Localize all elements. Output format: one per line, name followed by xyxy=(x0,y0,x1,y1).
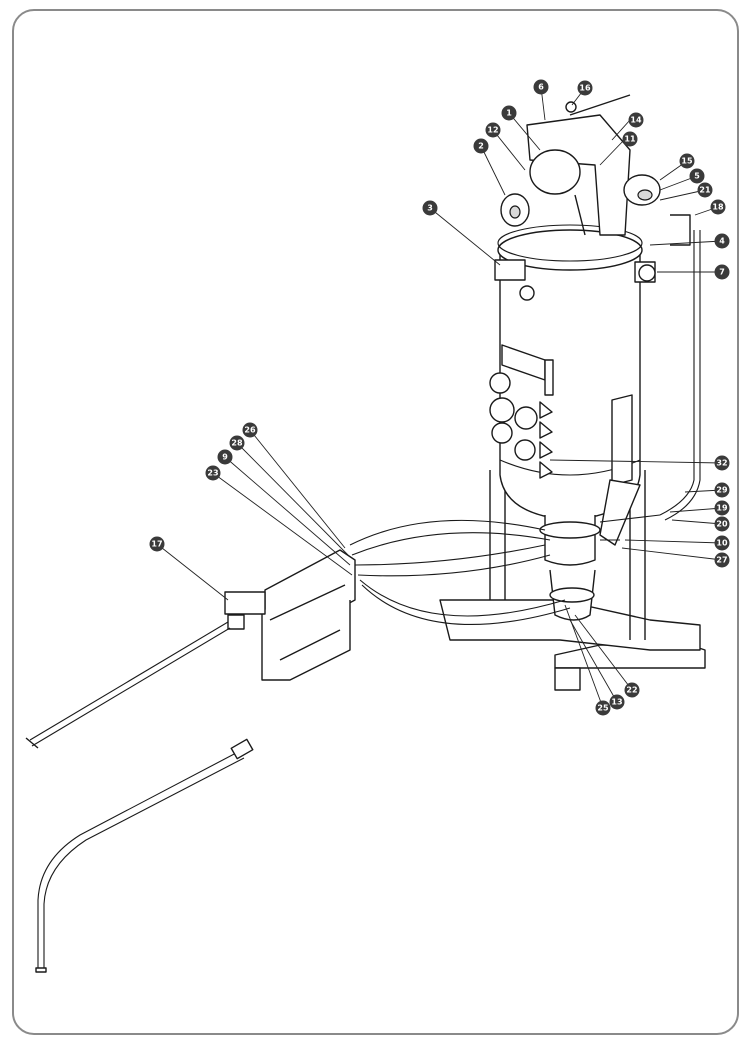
svg-text:15: 15 xyxy=(681,157,693,166)
callout-26: 26 xyxy=(242,422,258,438)
svg-text:6: 6 xyxy=(538,83,544,92)
callout-14: 14 xyxy=(628,112,644,128)
callout-20: 20 xyxy=(714,516,730,532)
callout-3: 3 xyxy=(422,200,438,216)
svg-text:20: 20 xyxy=(716,520,728,529)
svg-text:28: 28 xyxy=(231,439,243,448)
svg-text:7: 7 xyxy=(719,268,725,277)
svg-text:26: 26 xyxy=(244,426,256,435)
callout-28: 28 xyxy=(229,435,245,451)
callout-32: 32 xyxy=(714,455,730,471)
callout-25: 25 xyxy=(595,700,611,716)
svg-text:14: 14 xyxy=(630,116,642,125)
callout-15: 15 xyxy=(679,153,695,169)
callout-17: 17 xyxy=(149,536,165,552)
svg-text:9: 9 xyxy=(222,453,228,462)
svg-text:13: 13 xyxy=(611,698,622,707)
svg-text:10: 10 xyxy=(716,539,728,548)
svg-text:11: 11 xyxy=(624,135,636,144)
callout-5: 5 xyxy=(689,168,705,184)
callout-13: 13 xyxy=(609,694,625,710)
svg-text:18: 18 xyxy=(712,203,724,212)
callout-2: 2 xyxy=(473,138,489,154)
page-frame xyxy=(12,9,739,1035)
nozzle-lance xyxy=(35,738,254,973)
callout-18: 18 xyxy=(710,199,726,215)
warning-labels xyxy=(489,344,554,479)
callout-21: 21 xyxy=(697,182,713,198)
callout-6: 6 xyxy=(533,79,549,95)
callout-10: 10 xyxy=(714,535,730,551)
svg-text:21: 21 xyxy=(699,186,711,195)
callout-4: 4 xyxy=(714,233,730,249)
callout-7: 7 xyxy=(714,264,730,280)
callout-9: 9 xyxy=(217,449,233,465)
svg-text:1: 1 xyxy=(506,109,512,118)
lid-assembly xyxy=(494,94,691,301)
svg-text:32: 32 xyxy=(716,459,727,468)
base-stand xyxy=(439,470,706,691)
callout-16: 16 xyxy=(577,80,593,96)
blast-gun xyxy=(25,549,356,749)
svg-text:5: 5 xyxy=(694,172,700,181)
svg-text:3: 3 xyxy=(427,204,433,213)
hoses xyxy=(349,230,701,626)
callout-19: 19 xyxy=(714,500,730,516)
callout-1: 1 xyxy=(501,105,517,121)
callout-27: 27 xyxy=(714,552,730,568)
svg-text:27: 27 xyxy=(716,556,727,565)
callout-11: 11 xyxy=(622,131,638,147)
svg-text:12: 12 xyxy=(487,126,498,135)
svg-text:2: 2 xyxy=(478,142,484,151)
callout-22: 22 xyxy=(624,682,640,698)
svg-text:22: 22 xyxy=(626,686,637,695)
support-bracket xyxy=(599,394,641,546)
callout-12: 12 xyxy=(485,122,501,138)
svg-text:4: 4 xyxy=(719,237,725,246)
svg-text:23: 23 xyxy=(207,469,218,478)
svg-text:25: 25 xyxy=(597,704,609,713)
callout-29: 29 xyxy=(714,482,730,498)
svg-text:17: 17 xyxy=(151,540,162,549)
callout-23: 23 xyxy=(205,465,221,481)
svg-text:19: 19 xyxy=(716,504,728,513)
svg-text:16: 16 xyxy=(579,84,591,93)
svg-text:29: 29 xyxy=(716,486,728,495)
